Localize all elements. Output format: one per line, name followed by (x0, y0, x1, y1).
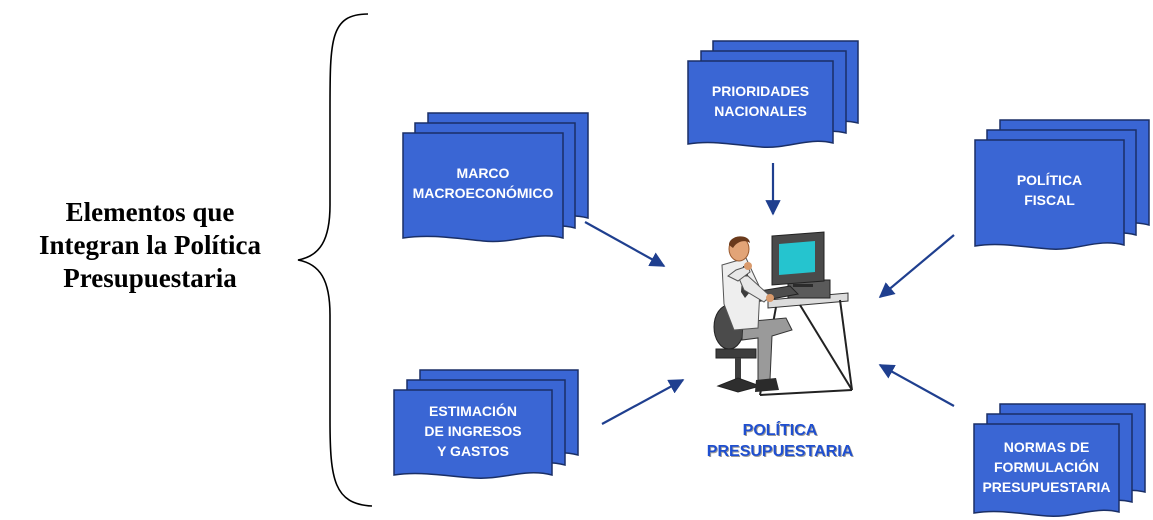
arrow-marco (584, 221, 666, 267)
card-normas-line-1: NORMAS DE (1003, 439, 1090, 455)
card-fiscal-line-2: FISCAL (1024, 192, 1075, 208)
card-estimacion-label: ESTIMACIÓN DE INGRESOS Y GASTOS (394, 390, 552, 472)
center-label: POLÍTICA PRESUPUESTARIA (690, 420, 870, 462)
card-marco-label: MARCO MACROECONÓMICO (403, 133, 563, 233)
diagram-title-line-3: Presupuestaria (63, 263, 237, 293)
card-prioridades-line-1: PRIORIDADES (711, 83, 810, 99)
diagram-title: Elementos que Integran la Política Presu… (0, 196, 300, 295)
card-normas-line-2: FORMULACIÓN (994, 459, 1099, 475)
card-prioridades-line-2: NACIONALES (714, 103, 807, 119)
arrow-normas (878, 364, 955, 407)
arrow-estimacion (601, 379, 685, 425)
card-marco-line-2: MACROECONÓMICO (412, 185, 554, 201)
person-at-computer-icon (713, 231, 853, 396)
card-prioridades-label: PRIORIDADES NACIONALES (688, 61, 833, 141)
card-marco-line-1: MARCO (456, 165, 510, 181)
card-normas-line-3: PRESUPUESTARIA (982, 479, 1111, 495)
card-normas-label: NORMAS DE FORMULACIÓN PRESUPUESTARIA (974, 424, 1119, 510)
card-estimacion-line-3: Y GASTOS (437, 443, 509, 459)
card-estimacion-stack (393, 369, 579, 479)
card-normas-stack (973, 403, 1146, 517)
card-prioridades-stack (687, 40, 859, 148)
card-fiscal-stack (974, 119, 1150, 250)
card-estimacion-line-2: DE INGRESOS (424, 423, 522, 439)
center-label-line-2: PRESUPUESTARIA (706, 443, 854, 460)
center-label-line-1: POLÍTICA (742, 422, 818, 439)
card-fiscal-line-1: POLÍTICA (1016, 172, 1083, 188)
diagram-title-line-1: Elementos que (65, 197, 235, 227)
diagram-title-line-2: Integran la Política (39, 230, 261, 260)
arrow-fiscal (878, 234, 955, 298)
curly-brace (297, 13, 373, 507)
card-estimacion-line-1: ESTIMACIÓN (429, 403, 517, 419)
card-fiscal-label: POLÍTICA FISCAL (975, 140, 1124, 240)
card-marco-stack (402, 112, 589, 243)
